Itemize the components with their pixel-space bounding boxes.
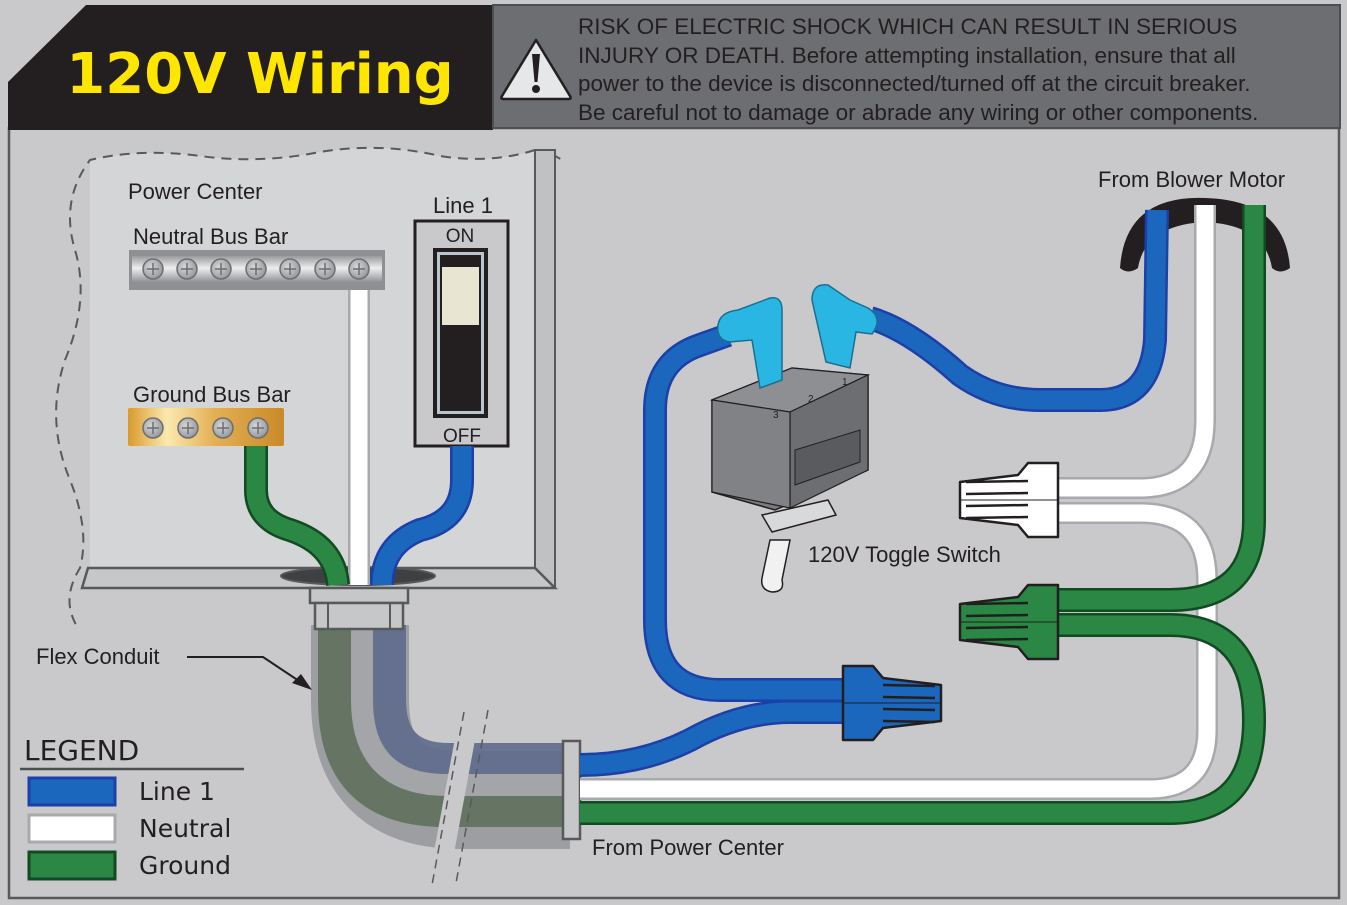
legend-swatch [27,776,117,807]
legend-label: Ground [139,851,231,880]
line-wire-to-switch [643,323,848,702]
toggle-switch[interactable]: 3 2 1 [709,284,878,593]
screw-icon [142,417,164,439]
line-wire-panel [370,446,474,586]
screw-icon [245,258,267,280]
flex-conduit [280,566,582,887]
neutral-bus-bar-label: Neutral Bus Bar [133,224,288,249]
toggle-lever[interactable] [760,539,791,593]
svg-text:RISK OF ELECTRIC SHOCK WHICH C: RISK OF ELECTRIC SHOCK WHICH CAN RESULT … [578,14,1258,125]
neutral-bus-bar [129,250,385,290]
terminal-connector-3 [717,297,783,390]
legend-title: LEGEND [24,734,139,767]
warning-line-4: Be careful not to damage or abrade any w… [578,100,1258,125]
terminal-3-label: 3 [773,410,779,421]
legend-label: Line 1 [139,777,215,806]
legend-item: Line 1 [27,776,215,807]
legend-swatch [27,813,117,844]
terminal-connector-1 [811,284,878,369]
terminal-1-label: 1 [842,377,848,388]
flex-conduit-label: Flex Conduit [36,644,160,669]
line-wire-from-power-center [579,700,848,777]
power-center-cutout-edge [55,146,536,629]
breaker-label: Line 1 [433,193,493,218]
line-1-breaker[interactable]: ON OFF [413,219,510,448]
legend-item: Ground [27,850,231,881]
terminal-2-label: 2 [808,394,814,405]
neutral-wire-nut [958,461,1060,539]
conduit-end-fitting [561,739,582,841]
screw-icon [279,258,301,280]
screw-icon [348,258,370,280]
title-banner [8,5,493,130]
breaker-on-label: ON [446,226,475,247]
screw-icon [176,258,198,280]
header: 120V Wiring RISK OF ELECTRIC SHOCK WHICH… [8,4,1341,130]
power-center-label: Power Center [128,179,263,204]
breaker-off-label: OFF [443,426,481,447]
from-power-center-label: From Power Center [592,835,784,860]
legend-swatch [27,850,117,881]
screw-icon [247,417,269,439]
screw-icon [177,417,199,439]
line-wire-to-blower-motor [866,209,1169,412]
from-blower-motor-label: From Blower Motor [1098,167,1285,192]
legend-label: Neutral [139,814,231,843]
page-title: 120V Wiring [66,42,453,107]
flex-conduit-arrow [187,656,306,686]
ground-wire-run [580,205,1267,825]
ground-wire-panel [244,446,350,587]
warning-triangle-icon [500,38,572,101]
warning-line-3: power to the device is disconnected/turn… [578,71,1250,96]
legend-item: Neutral [27,813,231,844]
line-wire-nut [841,664,943,742]
warning-line-2: INJURY OR DEATH. Before attempting insta… [578,43,1236,68]
warning-line-1: RISK OF ELECTRIC SHOCK WHICH CAN RESULT … [578,14,1237,39]
ground-bus-bar-label: Ground Bus Bar [133,382,291,407]
warning-box [492,4,1341,129]
screw-icon [314,258,336,280]
breaker-handle[interactable] [442,267,479,325]
toggle-switch-label: 120V Toggle Switch [808,542,1001,567]
ground-wire-nut [958,583,1060,661]
power-center: Power Center Neutral Bus Bar Ground Bus … [55,146,563,629]
screw-icon [210,258,232,280]
neutral-wire-run [580,205,1218,800]
screw-icon [142,258,164,280]
screw-icon [212,417,234,439]
ground-bus-bar [128,408,284,446]
